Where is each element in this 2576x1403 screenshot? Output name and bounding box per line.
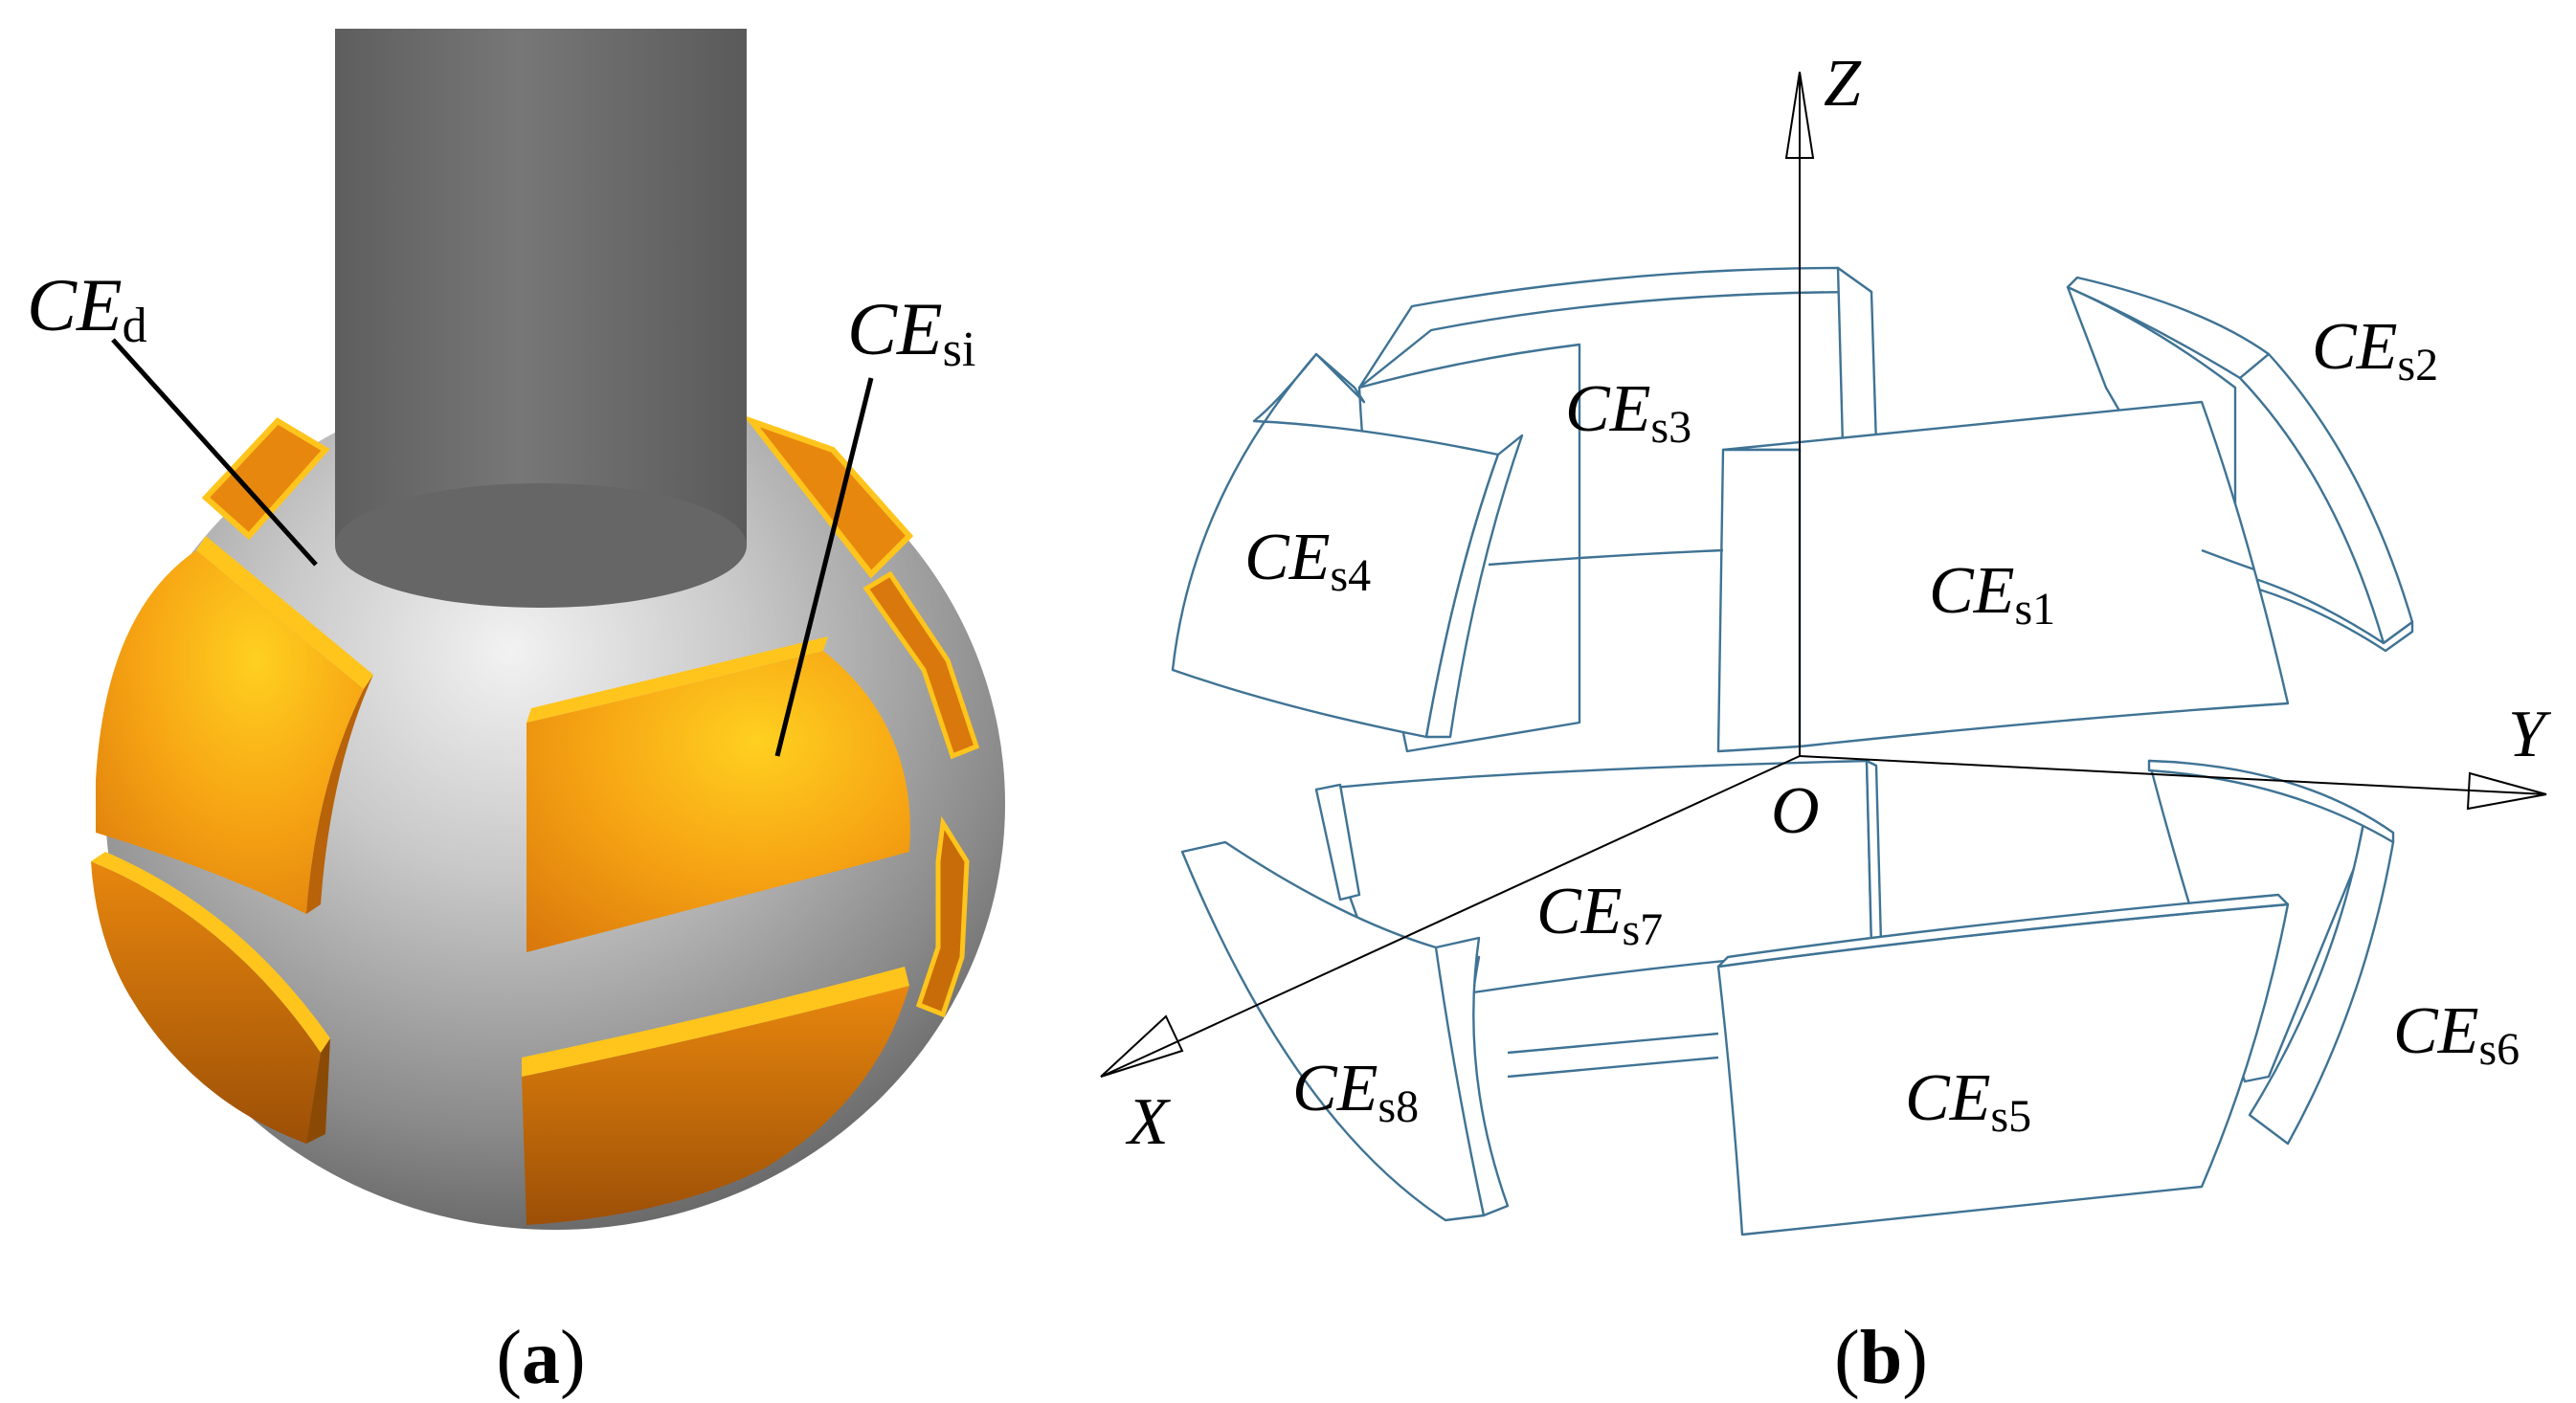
label-ces7: CEs7 <box>1536 875 1663 955</box>
caption-b: (b) <box>1834 1316 1928 1400</box>
label-ces2: CEs2 <box>2312 310 2438 390</box>
pad-lower-left-side <box>306 1038 330 1144</box>
label-ces5: CEs5 <box>1905 1061 2031 1142</box>
segment-s1 <box>1488 400 2290 753</box>
label-ced-main: CE <box>27 263 123 346</box>
pad-upper-left-edge <box>196 536 373 689</box>
caption-a-close: ) <box>560 1316 586 1400</box>
label-ces1: CEs1 <box>1929 554 2055 635</box>
panel-a-illustration: CEd CEsi (a) <box>27 29 1005 1400</box>
label-ces3: CEs3 <box>1565 372 1691 453</box>
caption-a-open: ( <box>496 1316 522 1400</box>
label-ced: CEd <box>27 263 147 353</box>
pad-right-edge <box>862 570 980 760</box>
axis-x-label: X <box>1125 1085 1172 1159</box>
axis-y-line <box>1799 755 2547 795</box>
caption-a-letter: a <box>522 1316 560 1400</box>
caption-b-close: ) <box>1902 1316 1928 1400</box>
label-ces8: CEs8 <box>1292 1052 1419 1132</box>
label-ces4: CEs4 <box>1244 521 1371 601</box>
label-cesi: CEsi <box>847 287 975 377</box>
leader-line-cesi <box>774 377 874 757</box>
label-ces6: CEs6 <box>2393 994 2520 1075</box>
caption-a: (a) <box>496 1316 585 1400</box>
rod-base <box>335 483 747 608</box>
pad-upper-left <box>96 550 364 914</box>
axis-x-line <box>1100 755 1801 1078</box>
panel-b-diagram: Z Y X O CEs1 CEs2 CEs3 CEs4 CEs5 CEs6 CE… <box>1100 47 2552 1400</box>
axis-y-arrowhead <box>2466 771 2547 811</box>
pad-lower-right <box>522 986 909 1225</box>
caption-b-open: ( <box>1834 1316 1860 1400</box>
pad-lower-right-edge <box>522 967 909 1077</box>
pad-right-lower-edge <box>915 815 970 1018</box>
segment-s4 <box>1171 352 1524 739</box>
pad-upper-right <box>526 651 910 952</box>
pad-upper-left-side <box>306 675 373 914</box>
axis-z-label: Z <box>1824 47 1862 121</box>
origin-label: O <box>1771 774 1820 848</box>
segment-s5 <box>1716 893 2290 1236</box>
pad-upper-right-edge <box>526 636 828 723</box>
pad-lower-left <box>91 861 321 1144</box>
pad-rear-right-top <box>743 414 914 579</box>
label-ced-sub: d <box>123 299 147 353</box>
axis-y-label: Y <box>2508 698 2552 771</box>
label-cesi-sub: si <box>943 323 976 377</box>
axis-x-arrowhead <box>1100 1014 1184 1078</box>
pad-lower-left-edge <box>91 852 330 1053</box>
caption-b-letter: b <box>1860 1316 1903 1400</box>
pad-rear-left <box>201 417 330 541</box>
label-cesi-main: CE <box>847 287 943 370</box>
leader-line-ced <box>111 338 318 567</box>
segment-s8 <box>1180 840 1719 1222</box>
axis-z-arrowhead <box>1784 71 1815 159</box>
rod <box>335 29 747 546</box>
